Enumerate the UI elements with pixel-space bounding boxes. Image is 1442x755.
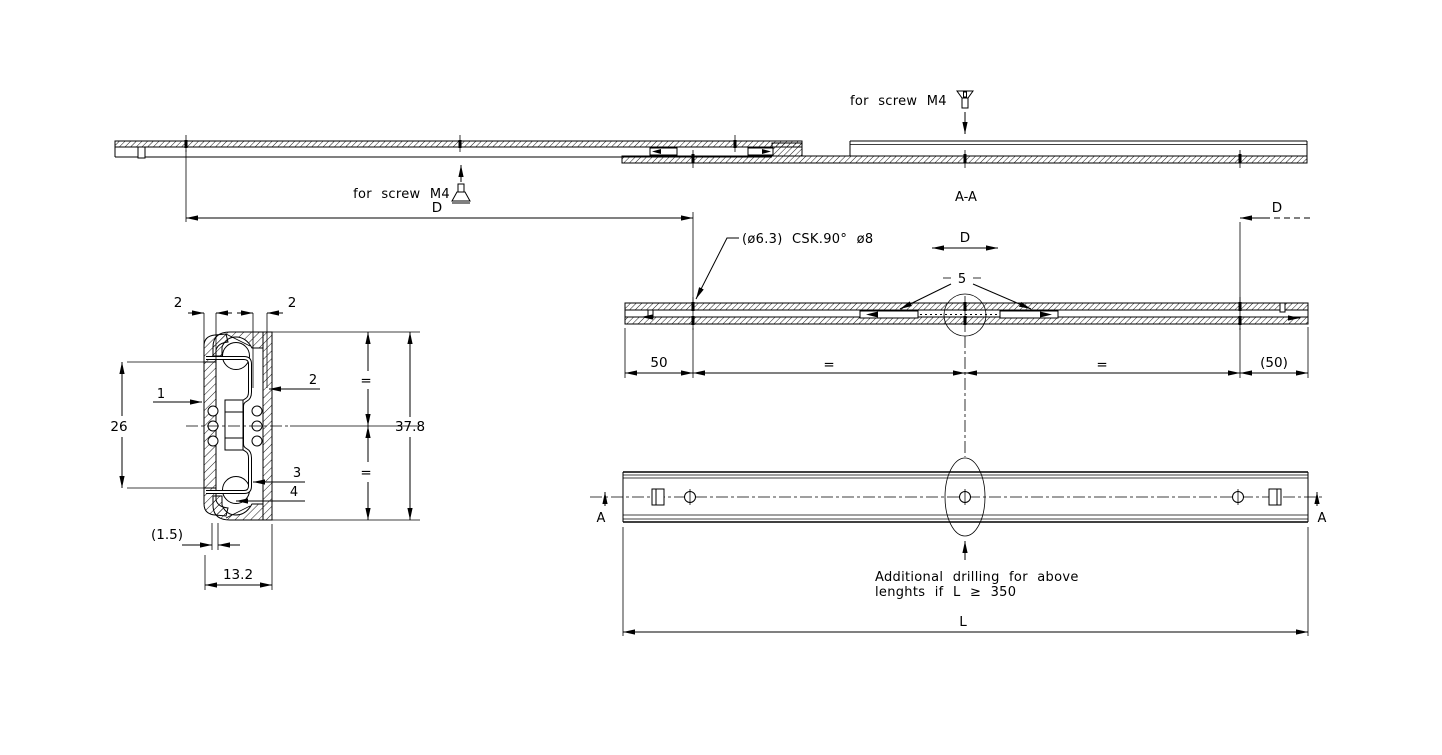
section-arrow-left: A: [597, 492, 608, 526]
latch-detail-right: [747, 147, 774, 156]
dim-travel-value: D: [960, 230, 970, 246]
drilling-note: Additional drilling for above lenghts if…: [875, 541, 1079, 600]
mounting-hole-marks: [184, 135, 1242, 168]
dim-stroke-left: D: [185, 150, 694, 304]
dim-wall-right: 2: [237, 295, 296, 388]
centre-spacer-block: [224, 399, 244, 451]
part-label-1: 1: [153, 387, 202, 405]
dim-wall-right-value: 2: [288, 295, 297, 311]
part-label-3: 3: [253, 466, 305, 485]
dim-length-value: L: [959, 614, 967, 630]
drilling-note-line1: Additional drilling for above: [875, 570, 1079, 585]
part-3-value: 3: [293, 466, 301, 481]
part-2-value: 2: [309, 373, 317, 388]
dim-wall-left-value: 2: [174, 295, 183, 311]
dim-width: 13.2: [204, 524, 273, 590]
dim-50-right-value: (50): [1260, 355, 1288, 371]
plan-hole-left: [684, 489, 696, 505]
dim-eq-left-value: =: [823, 357, 834, 373]
dim-eq-bottom-value: =: [360, 465, 371, 481]
centre-latch-mechanism: [859, 310, 1059, 319]
latch-arrow-left-icon: [652, 149, 661, 154]
plan-hole-centre: [959, 489, 971, 505]
hole-spacing-dims: 50 = = (50): [624, 327, 1309, 378]
end-hook-right: [1279, 302, 1286, 313]
closed-hole-marks: [691, 296, 1242, 332]
screw-annotation-upper: for screw M4: [850, 90, 974, 134]
top-view-extended-slide: for screw M4 for screw M4 A-A D: [114, 90, 1313, 304]
dim-eq-right-value: =: [1096, 357, 1107, 373]
part-label-2: 2: [269, 373, 320, 392]
countersunk-screw-icon: [956, 90, 974, 109]
dim-50-value: 50: [650, 355, 667, 371]
dim-wall-left: 2: [174, 295, 232, 388]
drilling-note-line2: lenghts if L ≥ 350: [875, 585, 1016, 600]
plan-slot-left: [651, 488, 665, 506]
drawer-member-end-tab: [137, 146, 146, 159]
dim-stroke-right-value: D: [1272, 200, 1282, 216]
dim-length: L: [622, 527, 1309, 636]
dim-stroke-right: D: [1239, 200, 1313, 303]
section-arrow-right: A: [1314, 492, 1327, 526]
csk-note: (ø6.3) CSK.90° ø8: [695, 232, 873, 300]
latch-arrow-right-icon: [762, 149, 771, 154]
dim-stroke-left-value: D: [432, 200, 442, 216]
dim-outer-height: = = 37.8: [248, 331, 425, 521]
part-4-value: 4: [290, 485, 298, 500]
part-1-value: 1: [157, 387, 165, 402]
plan-hole-right: [1232, 489, 1244, 505]
dim-eq-top-value: =: [360, 373, 371, 389]
dim-width-value: 13.2: [223, 567, 253, 583]
additional-drilling-ellipse: [944, 457, 986, 537]
part-label-4: 4: [236, 485, 305, 504]
closed-view-section: 5 (ø6.3) CSK.90° ø8 D 50 =: [624, 230, 1309, 457]
cross-section-view: 2 2 26 = =: [110, 295, 425, 590]
intermediate-member-step: [771, 142, 803, 157]
plan-view: A A Additional drilling for above lenght…: [590, 457, 1327, 636]
part-label-5: 5: [899, 272, 1032, 310]
dim-outer-height-value: 37.8: [395, 419, 425, 435]
screw-annotation-lower: for screw M4: [353, 165, 471, 204]
countersunk-screw-icon: [451, 183, 471, 204]
dim-inner-height: 26: [110, 361, 210, 489]
screw-note-upper-label: for screw M4: [850, 94, 947, 109]
section-arrow-right-label: A: [1318, 511, 1327, 526]
csk-note-label: (ø6.3) CSK.90° ø8: [742, 232, 873, 247]
dim-inner-height-value: 26: [110, 419, 127, 435]
plan-slot-right: [1268, 488, 1282, 506]
latch-detail-left: [649, 147, 678, 156]
screw-note-lower-label: for screw M4: [353, 187, 450, 202]
section-label: A-A: [955, 190, 977, 205]
dim-offset-value: (1.5): [151, 527, 183, 543]
travel-arrow: D: [932, 230, 998, 251]
part-5-value: 5: [958, 272, 966, 287]
dim-offset: (1.5): [151, 523, 240, 550]
section-arrow-left-label: A: [597, 511, 606, 526]
